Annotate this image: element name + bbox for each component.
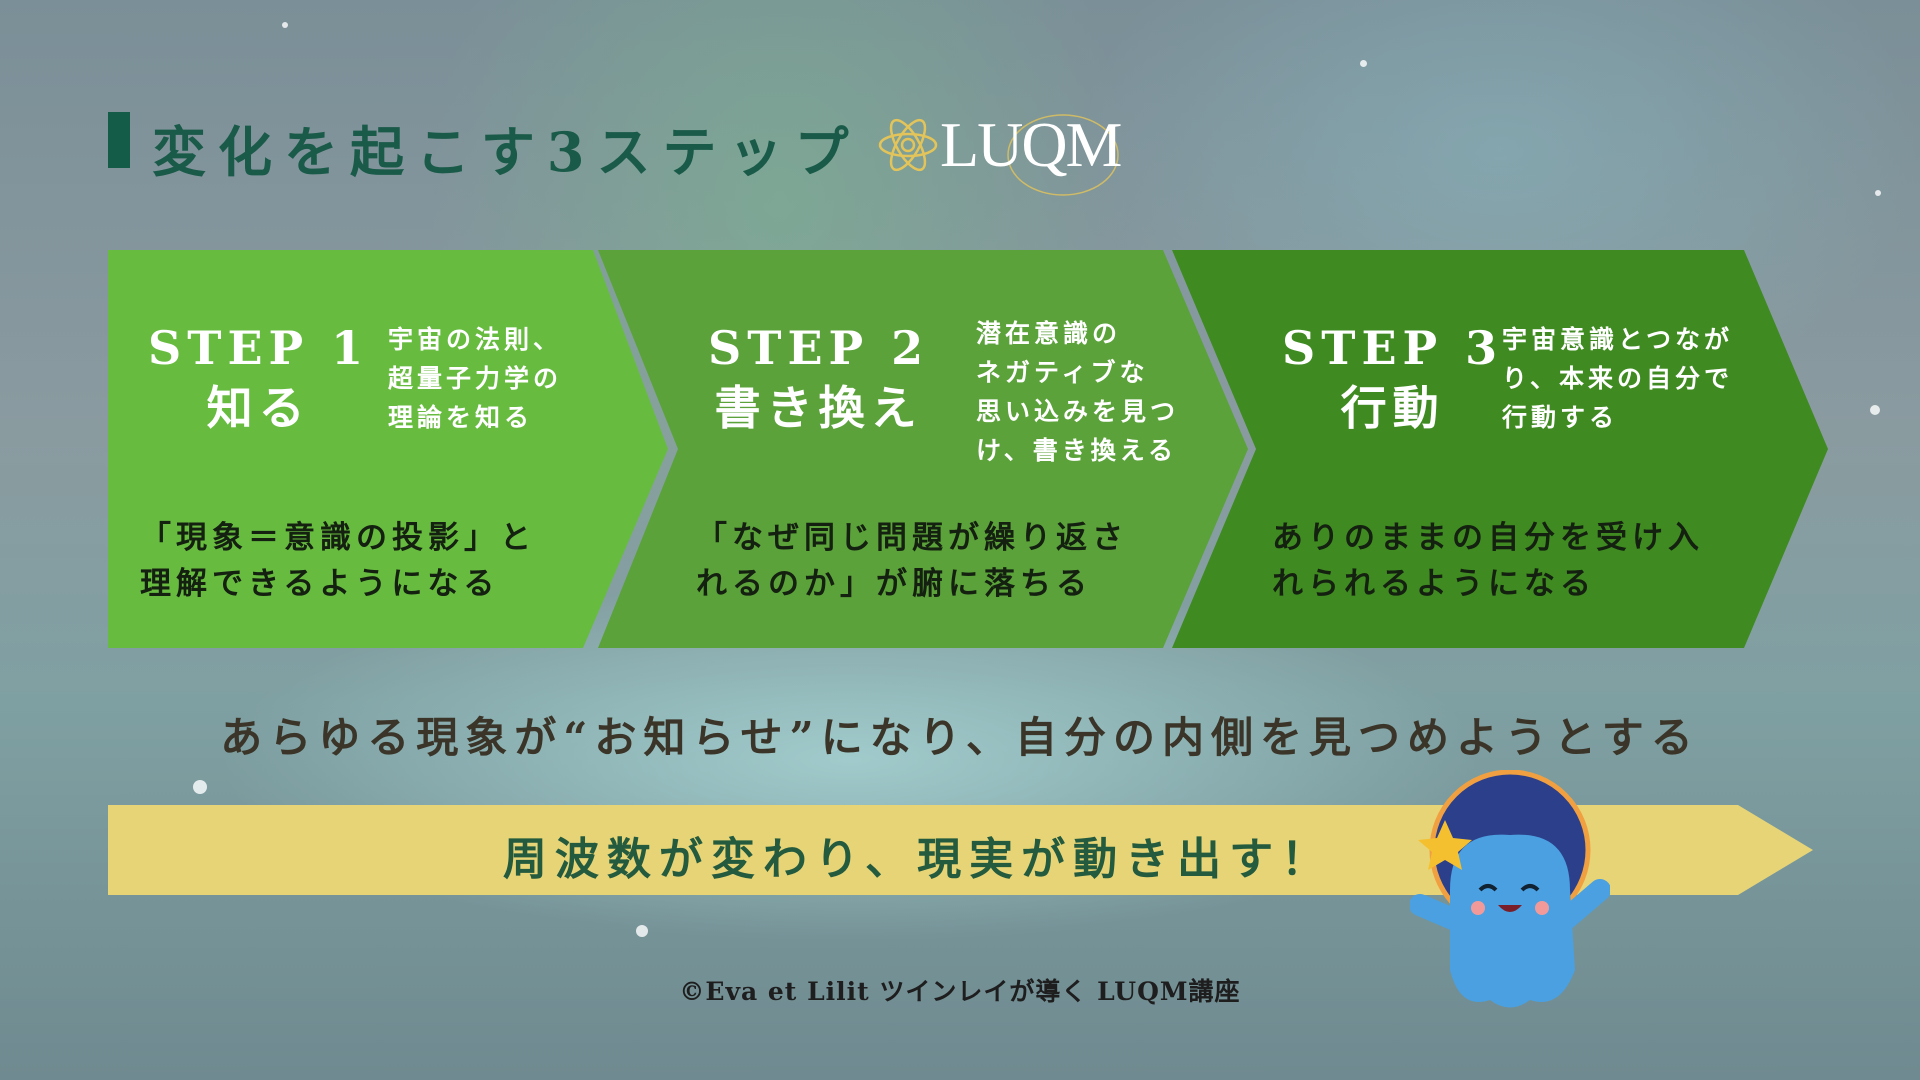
desc-line: 宇宙の法則、 <box>388 325 563 354</box>
step-result: ありのままの自分を受け入 れられるようになる <box>1272 515 1704 607</box>
step-description: 潜在意識の ネガティブな 思い込みを見つ け、書き換える <box>976 314 1179 470</box>
result-line: 「現象＝意識の投影」と <box>140 520 536 556</box>
step-name: 書き換え <box>714 381 923 435</box>
desc-line: ネガティブな <box>976 358 1149 387</box>
step-result: 「現象＝意識の投影」と 理解できるようになる <box>140 515 536 607</box>
desc-line: 宇宙意識とつなが <box>1502 325 1734 354</box>
desc-line: 思い込みを見つ <box>976 397 1180 426</box>
star <box>193 780 207 794</box>
step-2-chevron: STEP 2 書き換え 潜在意識の ネガティブな 思い込みを見つ け、書き換える… <box>598 250 1248 648</box>
star <box>1360 60 1367 67</box>
desc-line: 理論を知る <box>388 403 534 432</box>
logo-text: LUQM <box>940 109 1122 180</box>
star <box>1875 190 1881 196</box>
atom-icon <box>878 114 1119 196</box>
title-accent-bar <box>108 112 130 168</box>
star <box>282 22 288 28</box>
page-title: 変化を起こす3ステップ <box>152 120 861 184</box>
step-result: 「なぜ同じ問題が繰り返さ れるのか」が腑に落ちる <box>696 515 1128 607</box>
step-description: 宇宙意識とつなが り、本来の自分で 行動する <box>1502 320 1733 437</box>
result-line: 「なぜ同じ問題が繰り返さ <box>696 520 1128 556</box>
result-line: ありのままの自分を受け入 <box>1272 520 1704 556</box>
result-line: れるのか」が腑に落ちる <box>696 566 1092 602</box>
step-name: 行動 <box>1340 381 1445 435</box>
summary-statement: あらゆる現象が“お知らせ”になり、自分の内側を見つめようとする <box>220 713 1700 762</box>
desc-line: 超量子力学の <box>388 364 563 393</box>
star <box>1870 405 1880 415</box>
step-3-chevron: STEP 3 行動 宇宙意識とつなが り、本来の自分で 行動する ありのままの自… <box>1172 250 1828 648</box>
step-name: 知る <box>206 381 311 435</box>
desc-line: 行動する <box>1502 403 1619 432</box>
copyright: ©Eva et Lilit ツインレイが導く LUQM講座 <box>679 977 1241 1006</box>
desc-line: け、書き換える <box>976 436 1178 465</box>
step-heading: STEP 1 知る <box>148 318 369 438</box>
step-label: STEP 3 <box>1282 321 1504 375</box>
banner-text: 周波数が変わり、現実が動き出す！ <box>502 834 1334 885</box>
step-label: STEP 2 <box>708 321 930 375</box>
step-1-chevron: STEP 1 知る 宇宙の法則、 超量子力学の 理論を知る 「現象＝意識の投影」… <box>108 250 668 648</box>
result-line: 理解できるようになる <box>140 566 500 602</box>
desc-line: 潜在意識の <box>976 319 1122 348</box>
luqm-logo: LUQM <box>878 100 1138 200</box>
result-line: れられるようになる <box>1272 566 1596 602</box>
star <box>636 925 648 937</box>
step-heading: STEP 2 書き換え <box>708 318 929 438</box>
mascot-character-icon <box>1410 770 1610 1008</box>
step-heading: STEP 3 行動 <box>1282 318 1503 438</box>
desc-line: り、本来の自分で <box>1502 364 1734 393</box>
step-description: 宇宙の法則、 超量子力学の 理論を知る <box>388 320 562 437</box>
step-label: STEP 1 <box>148 321 370 375</box>
